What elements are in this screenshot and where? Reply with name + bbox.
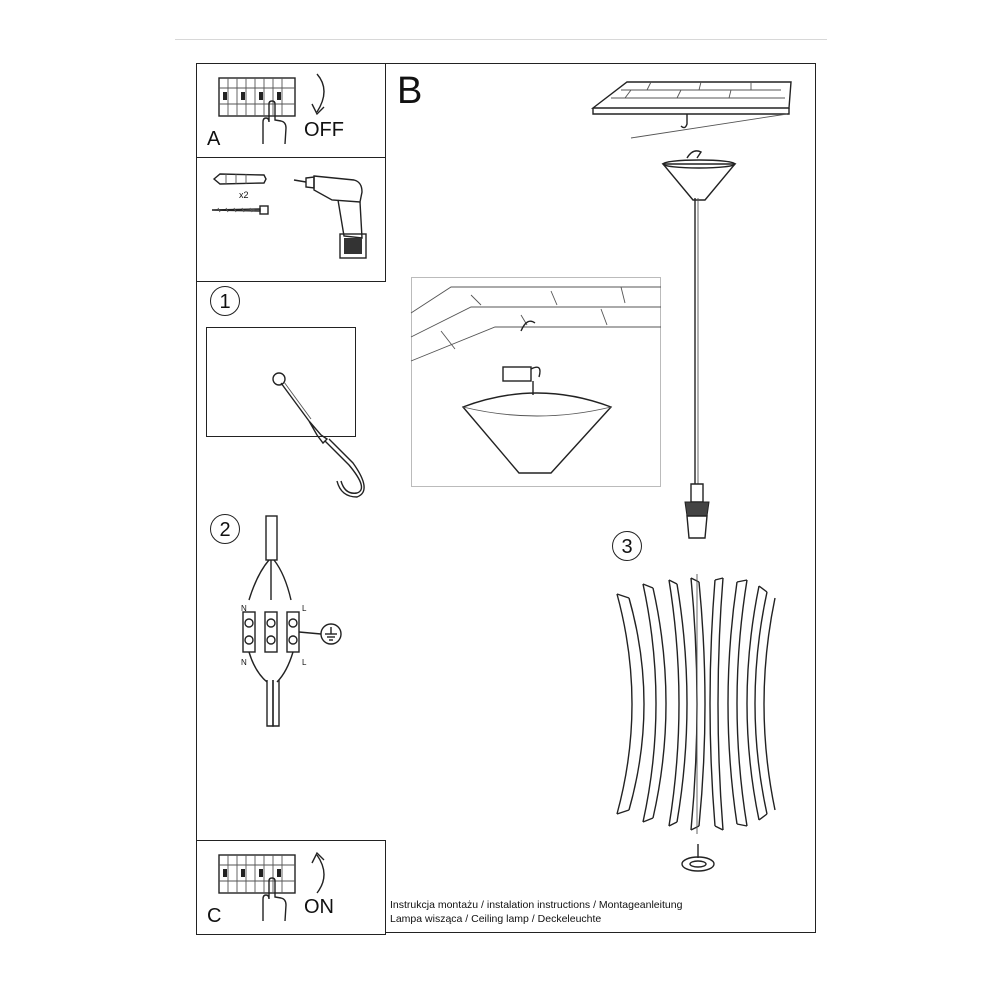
curved-arrow-up-icon xyxy=(311,851,325,894)
wooden-lampshade xyxy=(616,574,776,834)
ceiling-drill-panel xyxy=(206,327,356,437)
wiring-diagram xyxy=(242,515,322,727)
panel-c-action: ON xyxy=(304,896,334,918)
breaker-panel-icon xyxy=(218,854,296,894)
step-3-badge: 3 xyxy=(612,531,642,561)
wire-label-l-bottom: L xyxy=(302,658,307,667)
wire-label-n-bottom: N xyxy=(241,658,247,667)
lamp-socket xyxy=(684,483,710,539)
bottom-cap xyxy=(681,844,715,872)
top-rule xyxy=(175,39,827,40)
panel-a: A OFF xyxy=(196,63,386,158)
curved-arrow-down-icon xyxy=(311,73,325,116)
ceiling-hook-icon xyxy=(272,372,365,498)
section-b-letter: B xyxy=(397,70,423,112)
panel-c-letter: C xyxy=(207,905,222,927)
breaker-panel-icon xyxy=(218,77,296,117)
drill-icon xyxy=(293,175,367,259)
canopy xyxy=(661,150,737,201)
tools-panel: x2 xyxy=(196,157,386,282)
ground-symbol-icon xyxy=(320,623,342,645)
screw-icon xyxy=(211,205,269,215)
instruction-sheet: A OFF x2 1 2 xyxy=(196,63,816,935)
ceiling-plate xyxy=(590,81,792,139)
wire-label-l-top: L xyxy=(302,604,307,613)
panel-a-action: OFF xyxy=(304,119,344,141)
footer-line-1: Instrukcja montażu / instalation instruc… xyxy=(390,899,683,911)
step-1-badge: 1 xyxy=(210,286,240,316)
hand-icon xyxy=(262,100,287,145)
tools-quantity: x2 xyxy=(239,190,249,200)
wire-label-n-top: N xyxy=(241,604,247,613)
panel-c: C ON xyxy=(196,840,386,935)
canopy-detail-inset xyxy=(411,277,661,487)
hand-icon xyxy=(262,877,287,922)
footer-line-2: Lampa wisząca / Ceiling lamp / Deckeleuc… xyxy=(390,913,602,925)
panel-a-letter: A xyxy=(207,128,221,150)
suspension-cable xyxy=(694,198,699,484)
canopy-detail-drawing xyxy=(410,286,661,474)
wall-plug-icon xyxy=(212,173,267,185)
step-2-badge: 2 xyxy=(210,514,240,544)
